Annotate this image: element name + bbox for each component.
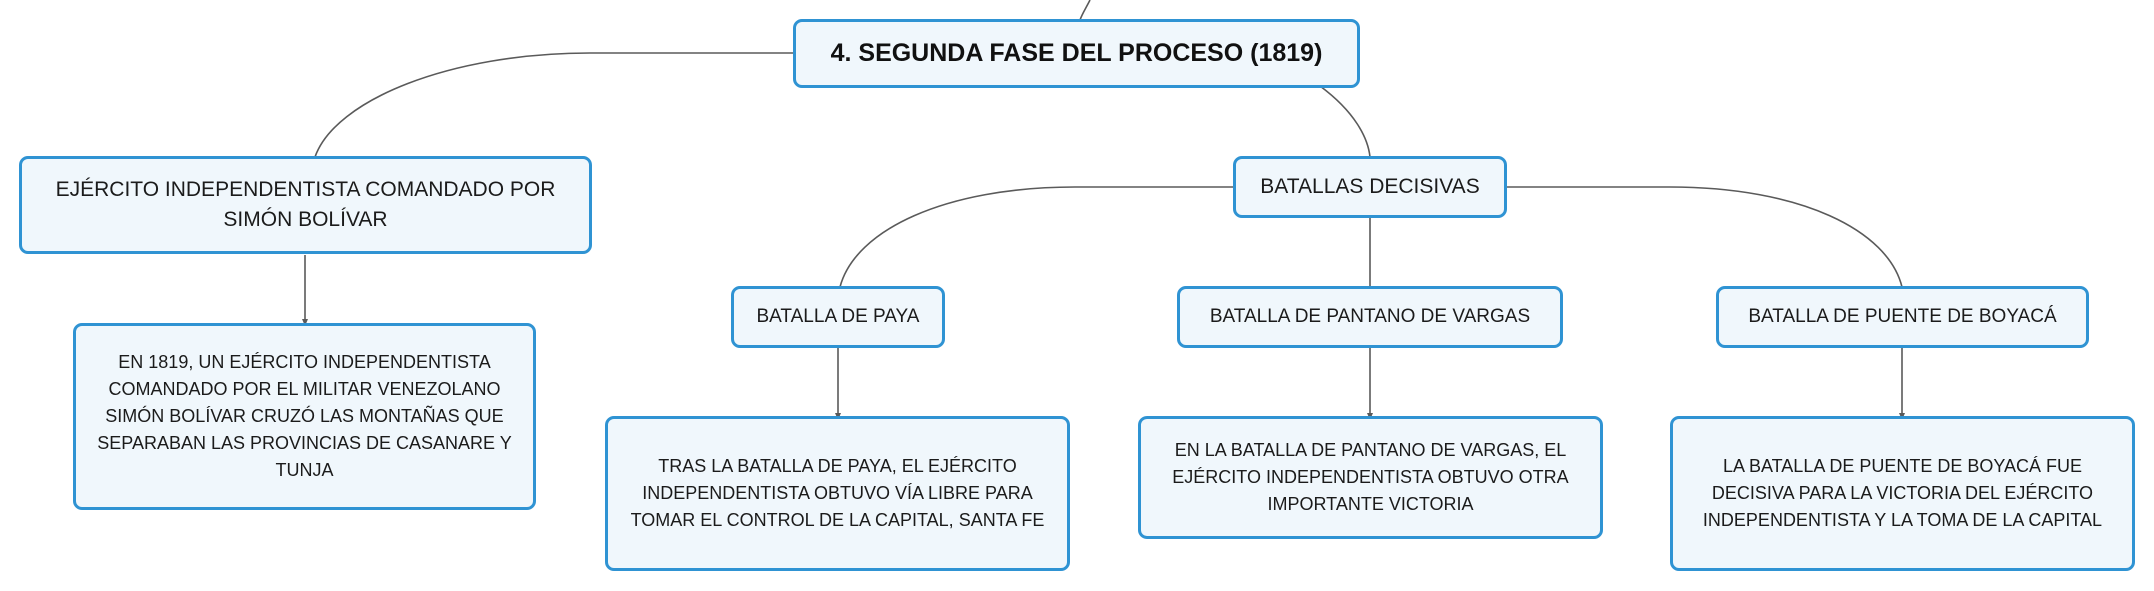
battles-topic-node[interactable]: BATALLAS DECISIVAS [1233,156,1507,218]
connector-root-army [314,52,795,158]
root-topic-node[interactable]: 4. SEGUNDA FASE DEL PROCESO (1819) [793,19,1360,88]
battle-boyaca-detail-node[interactable]: LA BATALLA DE PUENTE DE BOYACÁ FUE DECIS… [1670,416,2135,571]
army-topic-label: EJÉRCITO INDEPENDENTISTA COMANDADO POR S… [55,178,556,231]
army-topic-node[interactable]: EJÉRCITO INDEPENDENTISTA COMANDADO POR S… [19,156,592,254]
army-detail-text: EN 1819, UN EJÉRCITO INDEPENDENTISTA COM… [97,352,512,480]
battle-pantano-detail-node[interactable]: EN LA BATALLA DE PANTANO DE VARGAS, EL E… [1138,416,1603,539]
battle-paya-node[interactable]: BATALLA DE PAYA [731,286,945,348]
connector-battles-boyaca [1507,186,1903,288]
battle-paya-detail-node[interactable]: TRAS LA BATALLA DE PAYA, EL EJÉRCITO IND… [605,416,1070,571]
battle-boyaca-node[interactable]: BATALLA DE PUENTE DE BOYACÁ [1716,286,2089,348]
arrowhead-army-detail [302,319,308,326]
battle-pantano-detail-text: EN LA BATALLA DE PANTANO DE VARGAS, EL E… [1172,440,1569,514]
root-topic-label: 4. SEGUNDA FASE DEL PROCESO (1819) [830,39,1323,67]
battle-boyaca-label: BATALLA DE PUENTE DE BOYACÁ [1748,306,2057,327]
battle-pantano-node[interactable]: BATALLA DE PANTANO DE VARGAS [1177,286,1563,348]
connector-parent-root [1079,0,1091,21]
battles-topic-label: BATALLAS DECISIVAS [1260,175,1480,198]
battle-boyaca-detail-text: LA BATALLA DE PUENTE DE BOYACÁ FUE DECIS… [1702,456,2103,530]
battle-paya-detail-text: TRAS LA BATALLA DE PAYA, EL EJÉRCITO IND… [630,456,1045,530]
connector-root-battles [1319,85,1371,158]
army-detail-node[interactable]: EN 1819, UN EJÉRCITO INDEPENDENTISTA COM… [73,323,536,510]
battle-pantano-label: BATALLA DE PANTANO DE VARGAS [1209,306,1531,327]
connector-battles-paya [839,186,1234,288]
battle-paya-label: BATALLA DE PAYA [756,306,920,327]
